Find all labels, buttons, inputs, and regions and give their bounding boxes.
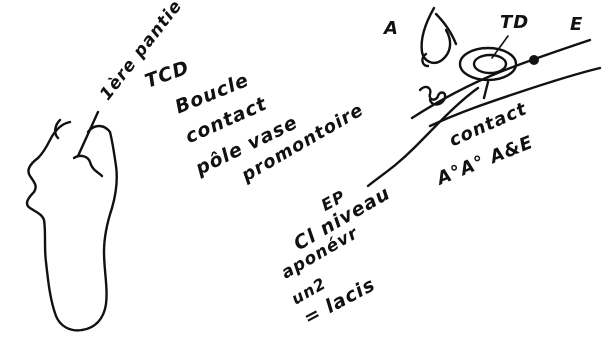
head-profile-outline (25, 120, 118, 332)
upper-curve (434, 12, 458, 46)
curve-down (366, 86, 480, 188)
label-e: E (570, 14, 584, 35)
drum-inner (472, 53, 508, 75)
instrument-line (76, 110, 100, 158)
label-td: TD (500, 12, 530, 33)
contact-tick (482, 80, 490, 100)
upper-loop (420, 6, 452, 64)
ink-dot (529, 55, 539, 65)
canal-inner (428, 66, 602, 128)
drum-outer (458, 46, 518, 82)
small-loop-left (421, 52, 430, 68)
ear-stroke (54, 118, 62, 140)
ossicle-scribble (418, 85, 447, 106)
nose-detail (72, 154, 104, 178)
label-a: A (384, 18, 399, 39)
td-pointer-line (491, 35, 509, 59)
